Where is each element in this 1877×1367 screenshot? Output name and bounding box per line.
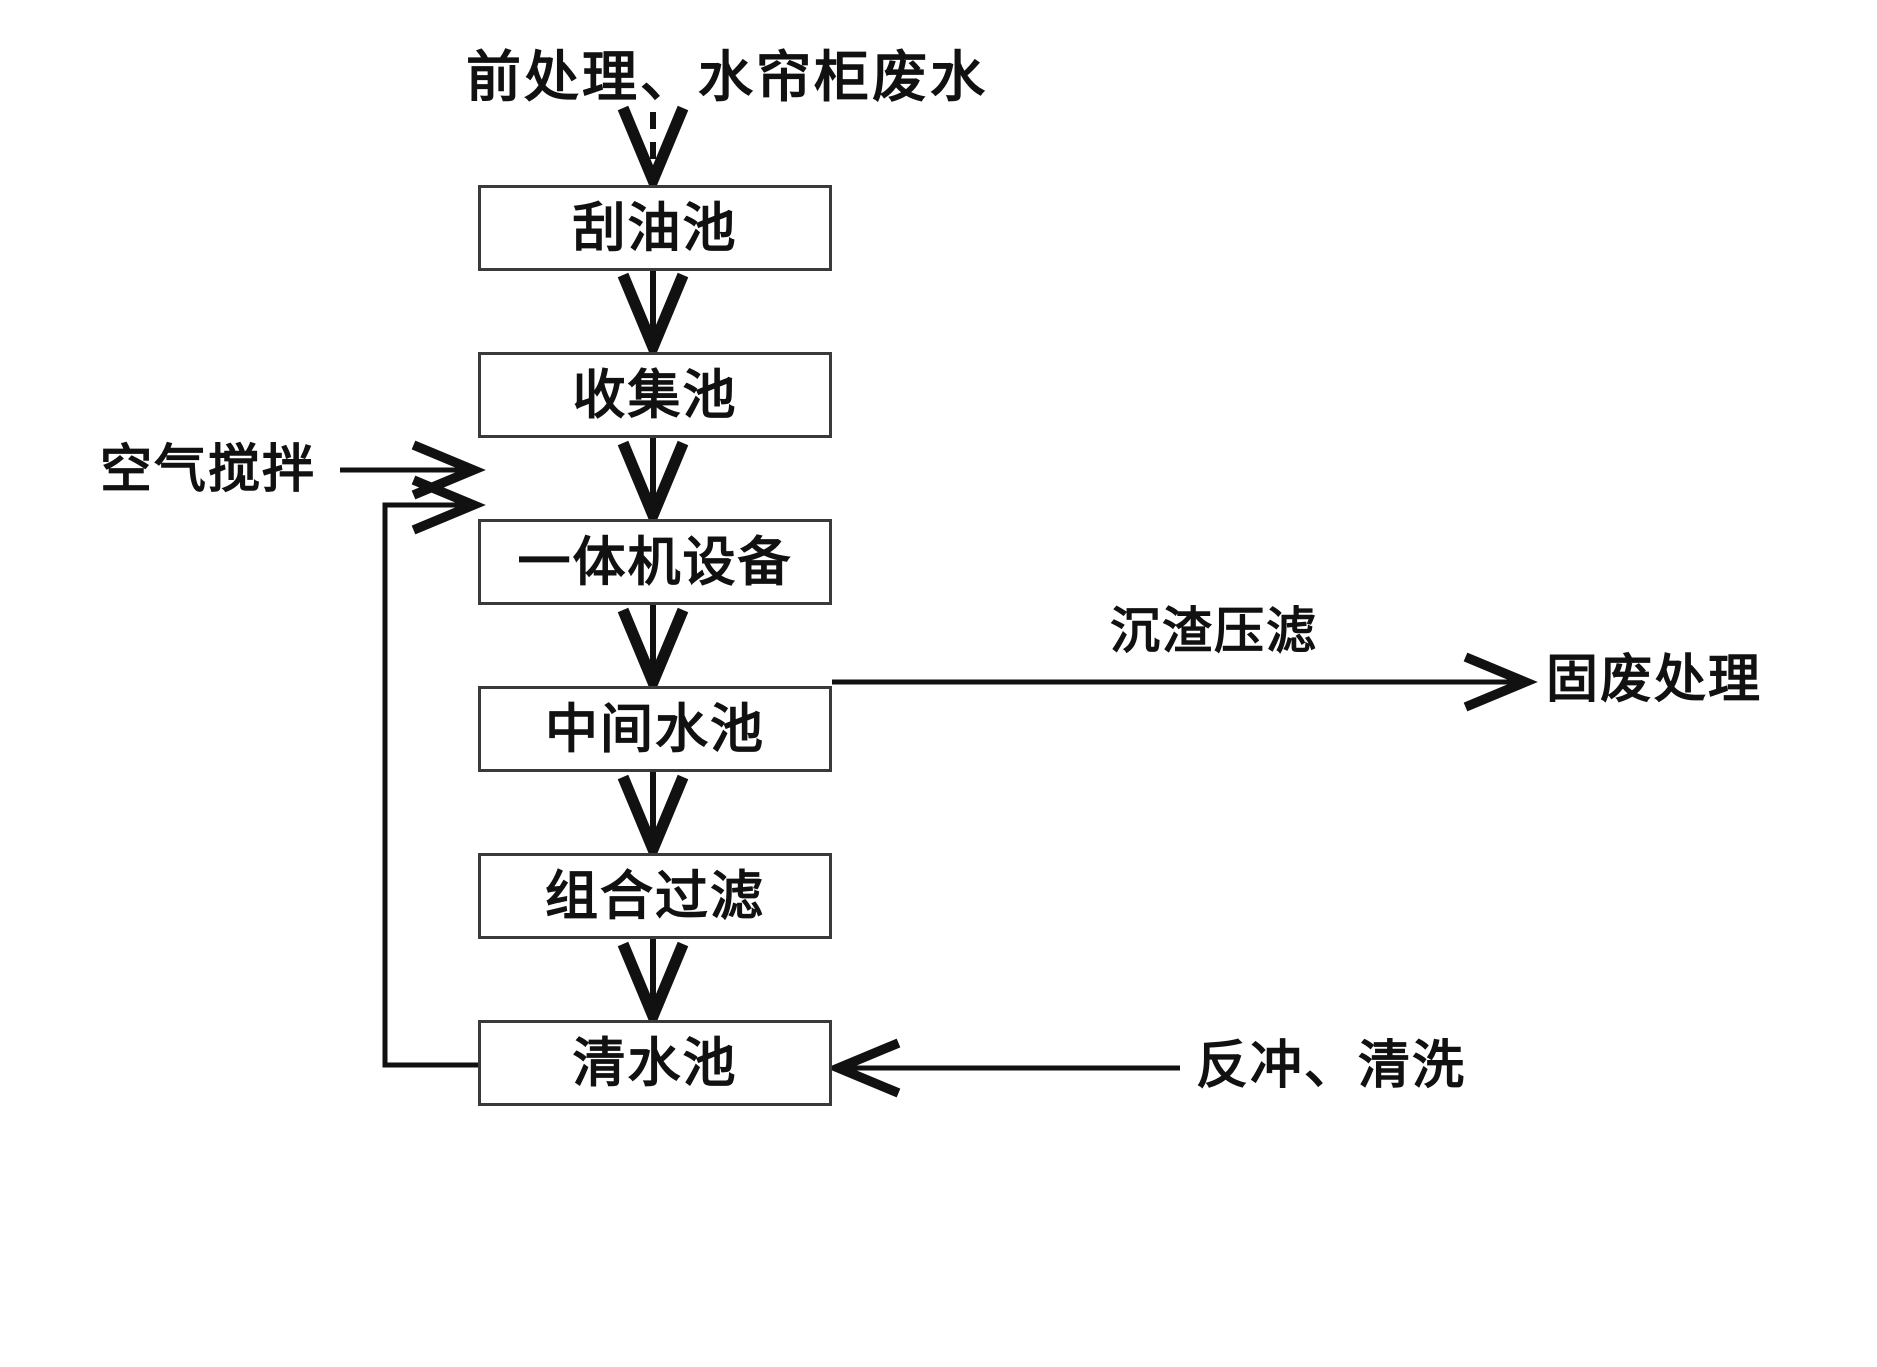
node-collection-tank[interactable]: 收集池: [478, 352, 832, 438]
node-scrape-oil-tank[interactable]: 刮油池: [478, 185, 832, 271]
io-label-backwash-clean: 反冲、清洗: [1196, 1037, 1467, 1095]
node-clear-water-tank[interactable]: 清水池: [478, 1020, 832, 1106]
inlet-stream-label: 前处理、水帘柜废水: [466, 46, 989, 108]
connector-filter-recycle-to-collection: [382, 475, 486, 1068]
node-label-intermediate-tank: 中间水池: [545, 699, 765, 759]
node-label-integrated-machine: 一体机设备: [517, 532, 793, 592]
io-label-air-agitation: 空气搅拌: [100, 441, 317, 499]
node-intermediate-tank[interactable]: 中间水池: [478, 686, 832, 772]
node-label-collection-tank: 收集池: [572, 365, 738, 425]
node-label-combined-filter: 组合过滤: [545, 866, 765, 926]
node-integrated-machine[interactable]: 一体机设备: [478, 519, 832, 605]
node-combined-filter[interactable]: 组合过滤: [478, 853, 832, 939]
io-label-solid-waste-treatment: 固废处理: [1546, 651, 1763, 709]
edge-label-sediment-press-filter: 沉渣压滤: [1110, 603, 1318, 659]
node-label-scrape-oil-tank: 刮油池: [572, 198, 738, 258]
node-label-clear-water-tank: 清水池: [572, 1033, 738, 1093]
